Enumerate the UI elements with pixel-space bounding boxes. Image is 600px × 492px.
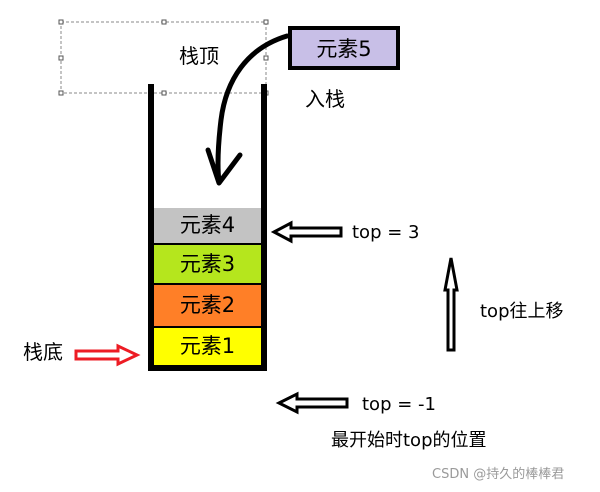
push-arrow-curve bbox=[215, 33, 290, 185]
top-current-label: top = 3 bbox=[352, 222, 420, 243]
stack-bottom-label: 栈底 bbox=[23, 340, 63, 364]
stack-element: 元素2 bbox=[154, 285, 261, 328]
selection-handles bbox=[58, 19, 269, 96]
top-current-arrow bbox=[270, 220, 343, 244]
stack-element-label: 元素1 bbox=[179, 334, 236, 358]
top-move-label: top往上移 bbox=[480, 301, 564, 322]
stack-top-label: 栈顶 bbox=[179, 44, 219, 68]
stack-element-label: 元素2 bbox=[179, 293, 236, 317]
selection-box bbox=[60, 21, 267, 94]
incoming-element: 元素5 bbox=[288, 26, 400, 70]
top-initial-label: top = -1 bbox=[362, 394, 436, 415]
stack-element: 元素4 bbox=[154, 208, 261, 245]
stack-element-label: 元素4 bbox=[179, 213, 236, 237]
stack-element-label: 元素3 bbox=[179, 251, 236, 276]
stack-element: 元素3 bbox=[154, 245, 261, 285]
push-arrow-head bbox=[205, 147, 243, 186]
top-move-up-arrow bbox=[443, 257, 459, 352]
stack-element: 元素1 bbox=[154, 328, 261, 365]
incoming-element-label: 元素5 bbox=[316, 36, 372, 61]
push-label: 入栈 bbox=[305, 87, 345, 111]
watermark: CSDN @持久的棒棒君 bbox=[432, 467, 565, 482]
top-initial-arrow bbox=[275, 391, 349, 415]
top-initial-description: 最开始时top的位置 bbox=[331, 430, 487, 451]
stack-bottom-arrow bbox=[74, 343, 141, 367]
stack-container bbox=[148, 84, 267, 371]
